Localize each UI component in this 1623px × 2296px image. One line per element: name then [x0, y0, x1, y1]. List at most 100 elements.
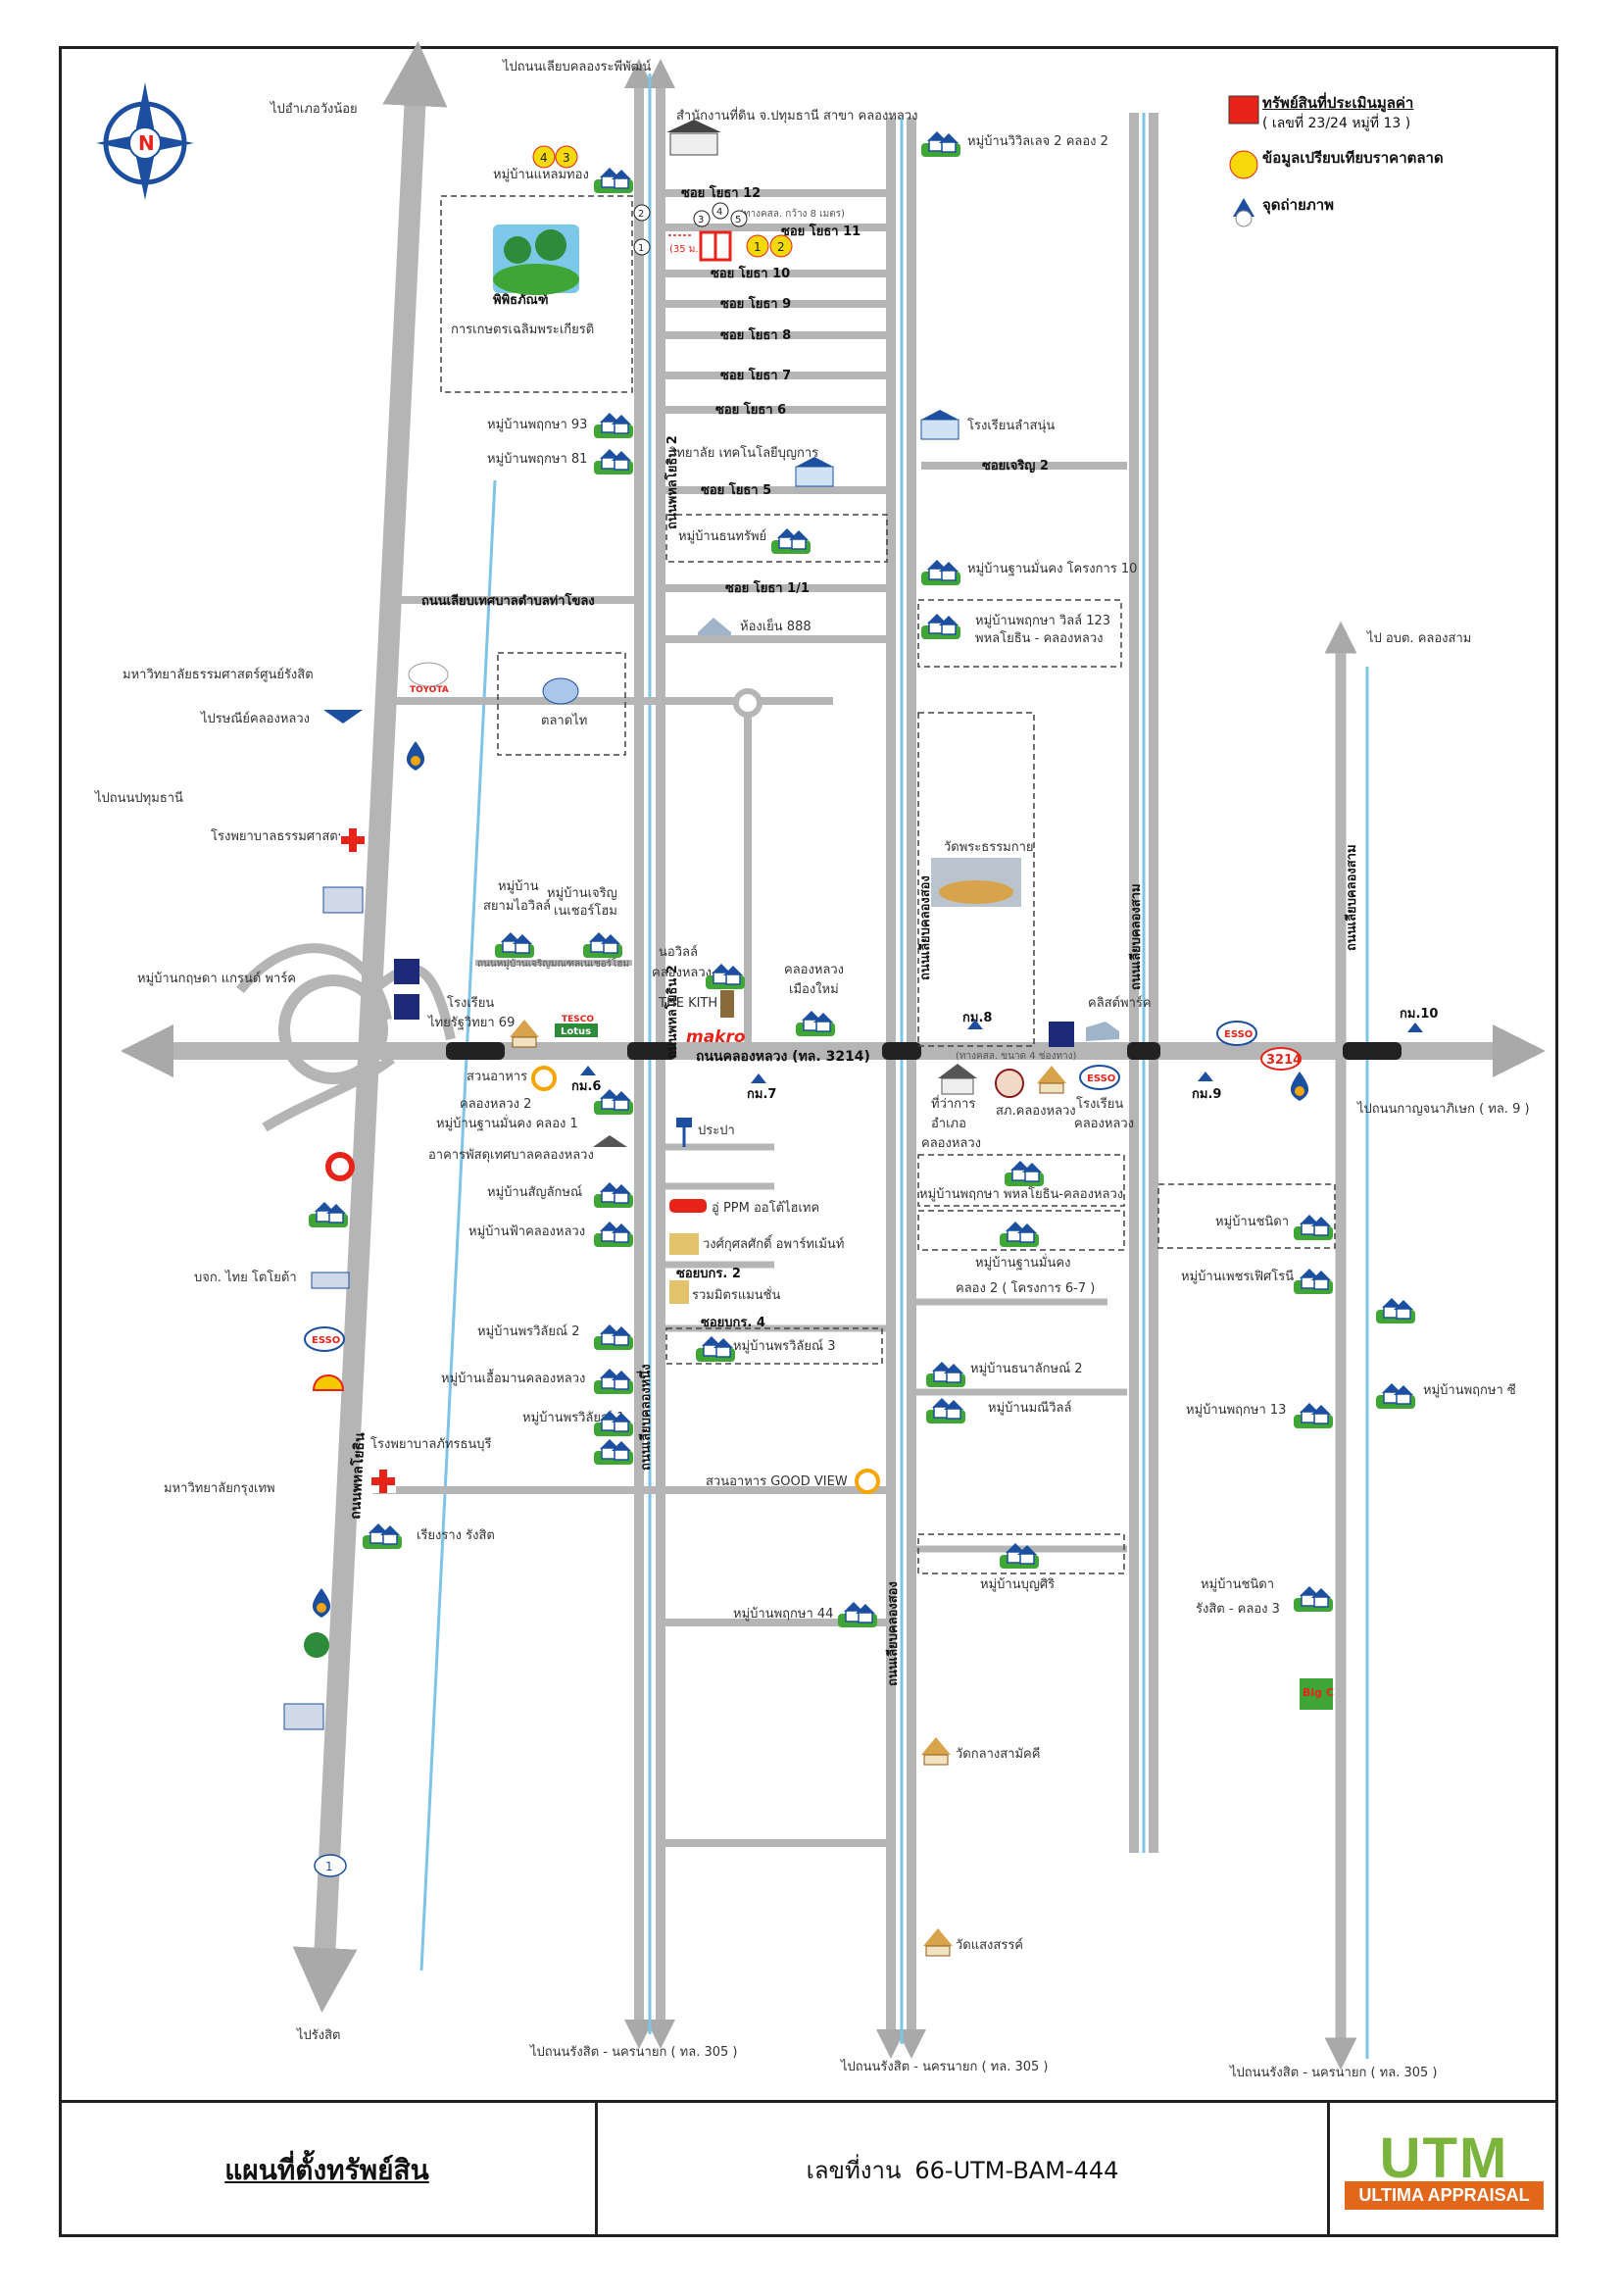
photo-number: 4 [716, 207, 722, 218]
dir-top-center: ไปถนนเลียบคลองระพีพัฒน์ [502, 59, 651, 75]
temple-icon [1037, 1066, 1066, 1094]
place-v-charoen: หมู่บ้านเจริญ [547, 886, 617, 901]
photo-number: 5 [735, 215, 741, 225]
gas-station-icon [312, 1588, 331, 1618]
place-v-pruksa81: หมู่บ้านพฤกษา 81 [487, 452, 587, 467]
place-v-pruksa93: หมู่บ้านพฤกษา 93 [487, 418, 587, 432]
big-c-text: Big C [1303, 1686, 1334, 1699]
road-khlong-luang-label: ถนนคลองหลวง (ทล. 3214) [696, 1049, 870, 1065]
km-6: กม.6 [571, 1079, 601, 1094]
km-10: กม.10 [1400, 1007, 1438, 1022]
place-v-charoen-road: ถนนหมู่บ้านเจริญมณฑลเนเชอร์โฮม [477, 957, 629, 970]
place-makro: makro [686, 1027, 746, 1047]
place-waterworks: ประปา [698, 1123, 735, 1138]
route-3214-badge: 3214 [1260, 1047, 1302, 1071]
dir-top-left: ไปอำเภอวังน้อย [270, 101, 358, 117]
place-v-khlong2: คลองหลวง 2 [460, 1097, 531, 1112]
place-ppm: อู่ PPM ออโต้ไฮเทค [712, 1200, 819, 1216]
village-icon [594, 448, 633, 474]
poi-icons: ESSO ESSO ESSO Big C [283, 120, 1423, 1957]
dir-bottom-2: ไปถนนรังสิต - นครนายก ( ทล. 305 ) [840, 2059, 1049, 2074]
temple-icon [510, 1020, 539, 1048]
dir-bottom-3: ไปถนนรังสิต - นครนายก ( ทล. 305 ) [1229, 2065, 1438, 2080]
route-3214-label: 3214 [1266, 1053, 1302, 1068]
place-school-kl: โรงเรียน [1076, 1096, 1123, 1112]
place-v-charoen2: เนเชอร์โฮม [554, 903, 617, 919]
village-icon [1005, 1160, 1044, 1186]
place-v-manee: หมู่บ้านมณีวิลล์ [988, 1400, 1071, 1416]
village-icon [583, 931, 622, 958]
photo-point-icon [1233, 198, 1254, 227]
interchange-loop [278, 974, 388, 1084]
hospital-icon [340, 826, 366, 852]
legend-comparable-label: ข้อมูลเปรียบเทียบราคาตลาด [1262, 149, 1444, 167]
place-v-pruksa44: หมู่บ้านพฤกษา 44 [733, 1607, 833, 1622]
legend-subject-label: ทรัพย์สินที่ประเมินมูลค่า [1262, 94, 1414, 112]
place-police: สภ.คลองหลวง [996, 1104, 1076, 1119]
place-v-pruksa123a: หมู่บ้านพฤกษา วิลล์ 123 [975, 613, 1110, 628]
village-icon [921, 613, 960, 639]
village-icon [594, 167, 633, 193]
car-garage-icon [669, 1199, 707, 1213]
canal-width-note: (ทางคสล. กว้าง 8 เมตร) [740, 208, 845, 220]
title-bar: แผนที่ตั้งทรัพย์สิน เลขที่งาน 66-UTM-BAM… [59, 2100, 1558, 2237]
place-museum-1: พิพิธภัณฑ์ [493, 292, 549, 308]
road-liap-tessaban: ถนนเลียบเทศบาลตำบลท่าโขลง [421, 592, 595, 609]
place-the-kith: THE KITH [658, 996, 717, 1011]
place-v-pruksa13: หมู่บ้านพฤกษา 13 [1186, 1403, 1286, 1418]
market-icon [542, 677, 579, 705]
map-legend: ทรัพย์สินที่ประเมินมูลค่า ( เลขที่ 23/24… [1225, 93, 1549, 242]
place-v-ravivilla2: คลองหลวง [652, 966, 712, 980]
village-icon [838, 1601, 877, 1627]
warehouse-icon [698, 618, 731, 635]
legend-subject-row: ทรัพย์สินที่ประเมินมูลค่า ( เลขที่ 23/24… [1225, 93, 1549, 134]
road-khlong-nueng-1: ถนนพหลโยธิน 2 [664, 965, 680, 1059]
place-v-fahmai-67b: คลอง 2 ( โครงการ 6-7 ) [956, 1280, 1095, 1296]
place-v-pruksa123b: พหลโยธิน - คลองหลวง [975, 630, 1103, 646]
place-v-nanjaran2: รังสิต - คลอง 3 [1196, 1602, 1280, 1617]
dir-bottom-left: ไปรังสิต [296, 2027, 341, 2043]
map-frame [59, 46, 1558, 2237]
village-icon [309, 1201, 348, 1227]
shell-logo-icon [312, 1374, 345, 1391]
village-icon [594, 1181, 633, 1208]
location-map: N ไปถนนเลียบคลองระพีพัฒน์ ไปอำเภอวังน้อย… [94, 41, 1546, 2080]
school-icon [920, 410, 959, 440]
map-title: แผนที่ตั้งทรัพย์สิน [59, 2103, 598, 2237]
company-logo: UTM ULTIMA APPRAISAL [1330, 2103, 1558, 2237]
the-kith-icon [720, 990, 734, 1018]
dir-left-mid: ไปถนนปทุมธานี [94, 790, 183, 806]
village-icon [926, 1397, 965, 1423]
km-post-icon [751, 1073, 766, 1083]
job-number-block: เลขที่งาน 66-UTM-BAM-444 [598, 2103, 1330, 2237]
comparable-number: 1 [754, 240, 762, 254]
dir-right-east: ไปถนนกาญจนาภิเษก ( ทล. 9 ) [1356, 1101, 1530, 1117]
km-post-icon [580, 1066, 596, 1075]
logo-utm-text: UTM [1379, 2126, 1509, 2190]
water-tower-icon [676, 1118, 692, 1147]
village-icon [1294, 1402, 1333, 1428]
gas-station-icon [1290, 1072, 1309, 1101]
place-wat-saeng: วัดแสงสรรค์ [956, 1937, 1023, 1953]
esso-logo-icon: ESSO [1079, 1065, 1120, 1090]
village-icon [495, 931, 534, 958]
temple-icon [921, 1737, 951, 1766]
km-9: กม.9 [1192, 1087, 1221, 1102]
road-phahon-2: ถนนพหลโยธิน 2 [664, 435, 680, 529]
village-icon [594, 412, 633, 438]
restaurant-icon [855, 1469, 880, 1494]
place-v-ruamkan: หมู่บ้านเอื้อมานคลองหลวง [441, 1369, 585, 1386]
place-school-69-1: โรงเรียน [447, 995, 494, 1011]
route-1-label: 1 [325, 1860, 333, 1873]
place-v-siam: หมู่บ้าน [498, 879, 539, 894]
village-icon [1294, 1585, 1333, 1612]
svg-text:N: N [138, 131, 155, 155]
route-1-badge: 1 [314, 1854, 347, 1877]
bridges [446, 1042, 1402, 1060]
restaurant-icon [531, 1066, 557, 1091]
legend-subject-sub: ( เลขที่ 23/24 หมู่ที่ 13 ) [1262, 116, 1411, 131]
big-c-logo-icon [1300, 1678, 1333, 1710]
photo-number: 1 [638, 243, 644, 254]
legend-photo-row: จุดถ่ายภาพ [1225, 195, 1549, 228]
north-arrow-icon: N [96, 82, 194, 200]
